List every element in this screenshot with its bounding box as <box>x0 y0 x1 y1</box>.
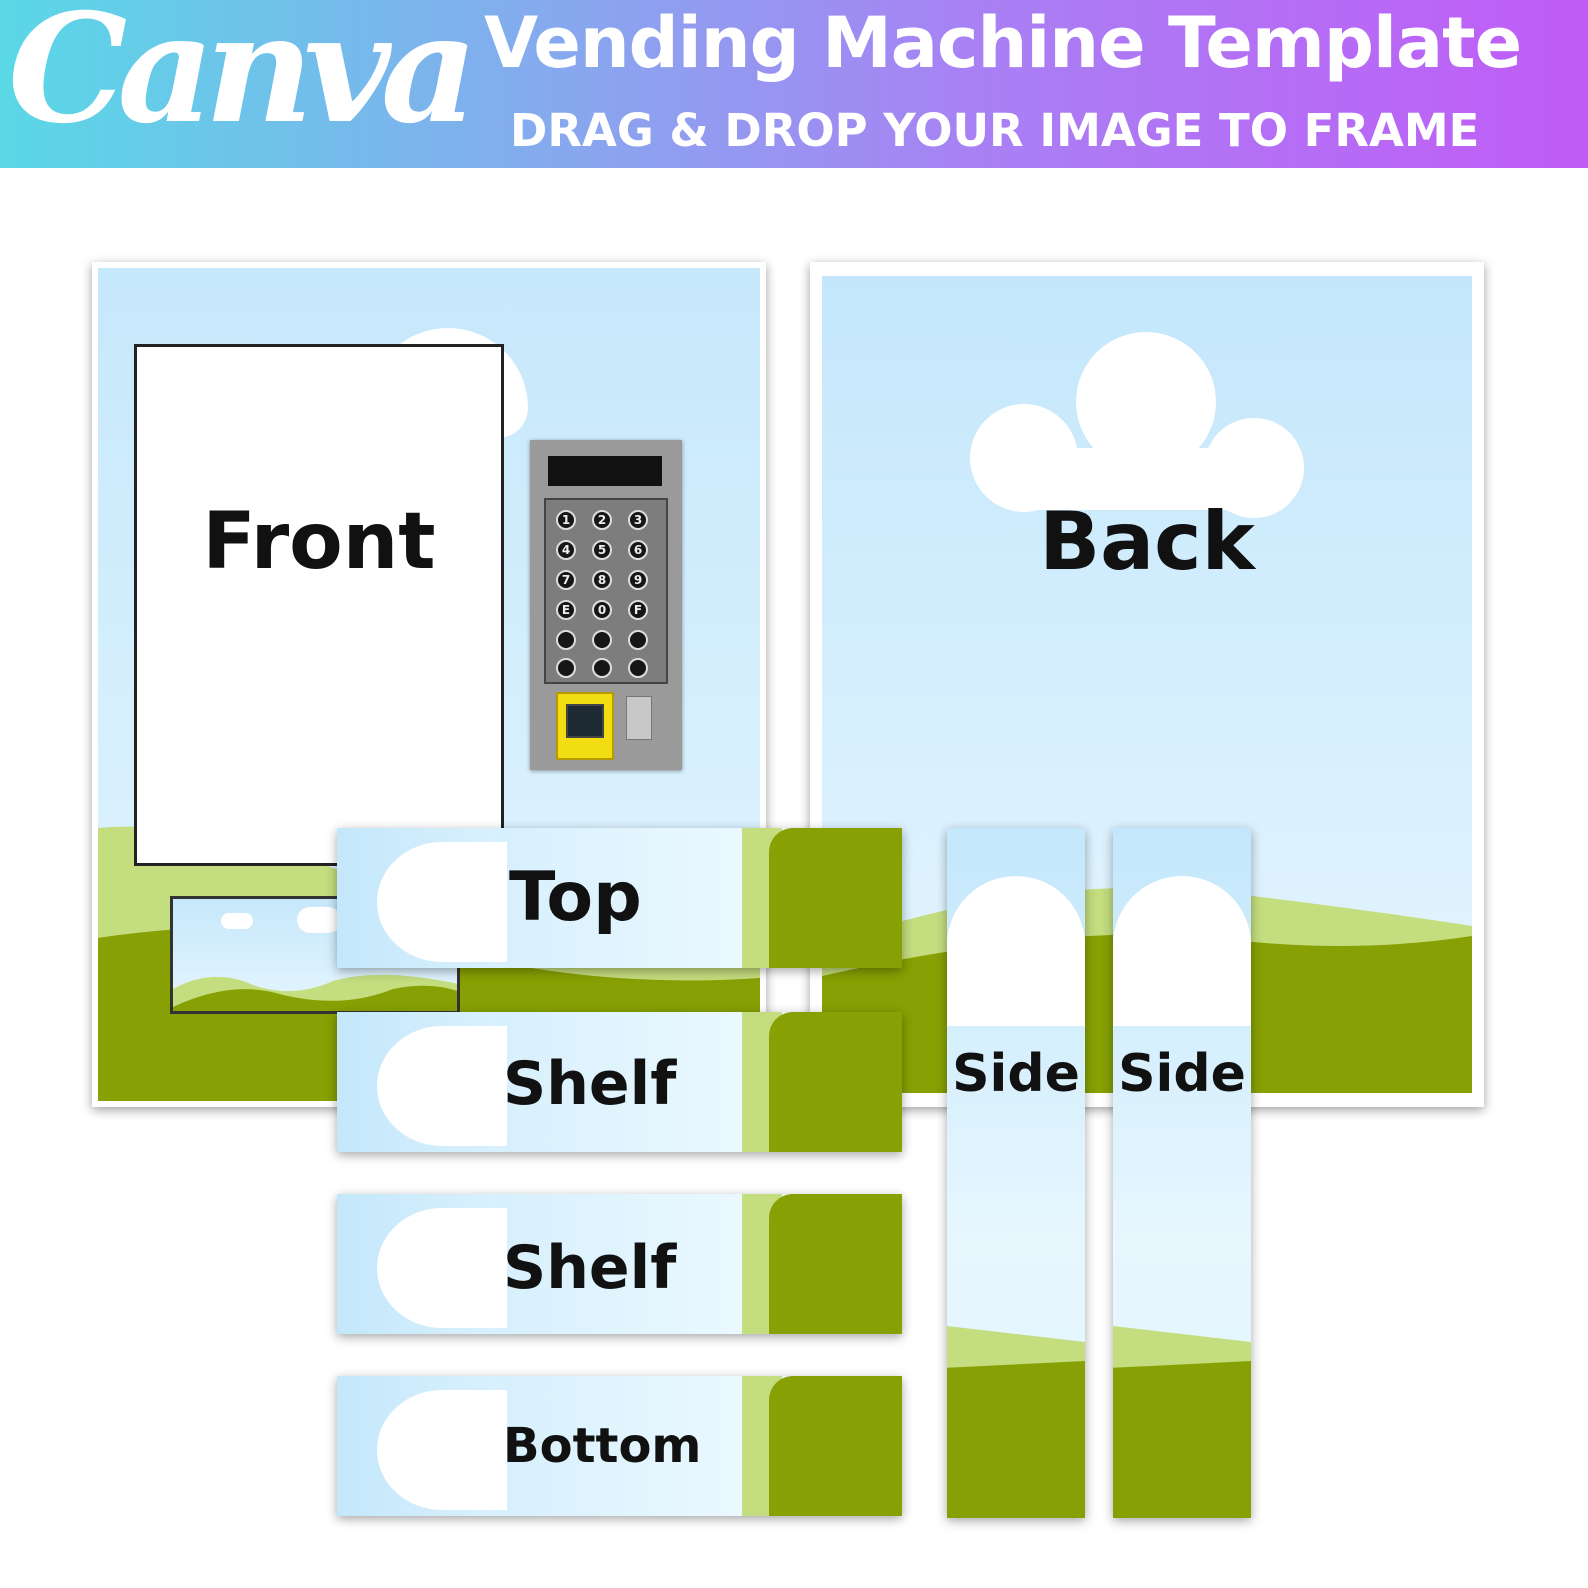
page-subtitle: DRAG & DROP YOUR IMAGE TO FRAME <box>510 104 1480 157</box>
keypad-key-blank[interactable] <box>628 630 648 650</box>
front-label: Front <box>202 497 436 587</box>
keypad-display <box>548 456 662 486</box>
keypad-key-blank[interactable] <box>628 658 648 678</box>
cloud-icon <box>377 1026 507 1146</box>
bottom-label: Bottom <box>503 1418 702 1474</box>
coin-slot[interactable] <box>556 692 614 760</box>
cloud-icon <box>221 913 253 929</box>
cloud-icon <box>297 907 341 933</box>
back-label: Back <box>1039 495 1255 588</box>
keypad-key[interactable]: 7 <box>556 570 576 590</box>
keypad-key[interactable]: F <box>628 600 648 620</box>
keypad-key[interactable]: 9 <box>628 570 648 590</box>
keypad-key[interactable]: E <box>556 600 576 620</box>
keypad-key[interactable]: 4 <box>556 540 576 560</box>
header-banner: Canva Vending Machine Template DRAG & DR… <box>0 0 1588 168</box>
dispenser-frame[interactable] <box>170 896 460 1014</box>
cloud-icon <box>377 842 507 962</box>
front-panel-background: Front 1 2 3 4 5 6 7 8 9 E <box>98 268 760 1101</box>
page-title: Vending Machine Template <box>484 2 1522 84</box>
keypad-key-blank[interactable] <box>592 658 612 678</box>
bottom-strip[interactable]: Bottom <box>337 1376 902 1516</box>
cloud-icon <box>377 1208 507 1328</box>
side-label: Side <box>1118 1044 1246 1104</box>
keypad-key-blank[interactable] <box>592 630 612 650</box>
bill-slot[interactable] <box>626 696 652 740</box>
keypad[interactable]: 1 2 3 4 5 6 7 8 9 E 0 F <box>530 440 682 770</box>
keypad-key-blank[interactable] <box>556 630 576 650</box>
front-image-frame[interactable]: Front <box>134 344 504 866</box>
top-strip[interactable]: Top <box>337 828 902 968</box>
shelf-strip-2[interactable]: Shelf <box>337 1194 902 1334</box>
keypad-key[interactable]: 5 <box>592 540 612 560</box>
side-strip-left[interactable]: Side <box>947 828 1085 1518</box>
keypad-key[interactable]: 1 <box>556 510 576 530</box>
keypad-key-blank[interactable] <box>556 658 576 678</box>
keypad-key[interactable]: 0 <box>592 600 612 620</box>
canva-logo: Canva <box>8 0 478 157</box>
keypad-key[interactable]: 6 <box>628 540 648 560</box>
keypad-key[interactable]: 2 <box>592 510 612 530</box>
dispenser-hills <box>173 974 457 1011</box>
keypad-key[interactable]: 3 <box>628 510 648 530</box>
top-label: Top <box>509 858 642 937</box>
shelf-label: Shelf <box>503 1233 677 1303</box>
front-panel[interactable]: Front 1 2 3 4 5 6 7 8 9 E <box>92 262 766 1107</box>
keypad-key[interactable]: 8 <box>592 570 612 590</box>
keypad-grid: 1 2 3 4 5 6 7 8 9 E 0 F <box>544 498 668 684</box>
shelf-label: Shelf <box>503 1049 677 1119</box>
shelf-strip-1[interactable]: Shelf <box>337 1012 902 1152</box>
cloud-icon <box>1113 876 1251 1026</box>
side-label: Side <box>952 1044 1080 1104</box>
cloud-icon <box>947 876 1085 1026</box>
side-strip-right[interactable]: Side <box>1113 828 1251 1518</box>
coin-slot-screen <box>566 704 604 738</box>
cloud-icon <box>970 332 1304 518</box>
cloud-icon <box>377 1390 507 1510</box>
